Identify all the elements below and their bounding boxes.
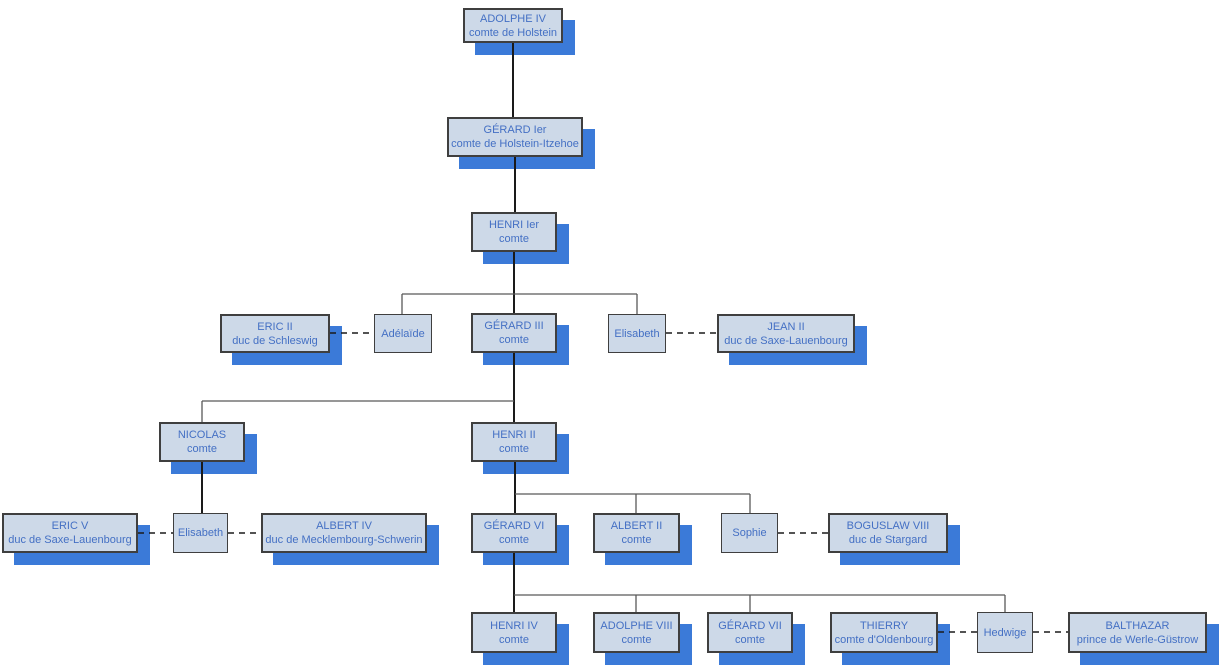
person-name: Sophie (732, 527, 767, 539)
person-title: comte (621, 633, 652, 646)
person-node-gerard-iii: GÉRARD III comte (471, 313, 557, 353)
person-name: ERIC II (257, 320, 293, 333)
person-name: ALBERT II (610, 520, 663, 532)
person-name: NICOLAS (177, 429, 227, 441)
person-node-boguslaw-viii: BOGUSLAW VIII duc de Stargard (828, 513, 948, 553)
person-node-sophie: Sophie (721, 513, 778, 553)
person-name: GÉRARD Ier (483, 124, 547, 136)
person-name: ADOLPHE IV (479, 12, 547, 25)
person-title: comte (499, 334, 529, 346)
person-title: comte (735, 633, 765, 646)
person-node-gerard-ier: GÉRARD Ier comte de Holstein-Itzehoe (447, 117, 583, 157)
person-title: duc de Stargard (848, 534, 928, 546)
person-title: comte de Holstein (468, 26, 558, 39)
person-name: ALBERT IV (316, 520, 372, 532)
person-title: comte (499, 233, 529, 245)
person-name: BALTHAZAR (1105, 619, 1170, 632)
person-title: duc de Saxe-Lauenbourg (724, 334, 848, 347)
person-node-elisabeth-2: Elisabeth (173, 513, 228, 553)
person-title: prince de Werle-Güstrow (1076, 633, 1199, 646)
person-node-adelaide: Adélaïde (374, 314, 432, 353)
person-node-hedwige: Hedwige (977, 612, 1033, 653)
person-node-henri-ii: HENRI II comte (471, 422, 557, 462)
person-name: Hedwige (983, 626, 1027, 639)
person-title: comte (499, 534, 529, 546)
person-title: comte de Holstein-Itzehoe (451, 138, 579, 150)
person-title: duc de Mecklembourg-Schwerin (265, 534, 423, 546)
person-name: ERIC V (51, 520, 89, 532)
person-name: HENRI IV (490, 619, 538, 632)
person-name: Elisabeth (177, 527, 224, 539)
person-name: GÉRARD III (484, 320, 544, 332)
person-node-nicolas: NICOLAS comte (159, 422, 245, 462)
person-name: ADOLPHE VIII (600, 619, 673, 632)
person-title: comte (499, 443, 529, 455)
person-name: Adélaïde (381, 327, 425, 340)
person-node-gerard-vi: GÉRARD VI comte (471, 513, 557, 553)
person-title: duc de Saxe-Lauenbourg (8, 534, 132, 546)
person-name: HENRI II (492, 429, 536, 441)
person-title: comte (621, 534, 652, 546)
person-title: comte (499, 633, 529, 646)
person-name: THIERRY (859, 619, 909, 632)
person-name: JEAN II (767, 320, 805, 333)
person-node-albert-ii: ALBERT II comte (593, 513, 680, 553)
person-title: comte (187, 443, 217, 455)
person-name: GÉRARD VII (718, 619, 782, 632)
person-node-eric-v: ERIC V duc de Saxe-Lauenbourg (2, 513, 138, 553)
person-node-henri-ier: HENRI Ier comte (471, 212, 557, 252)
person-node-elisabeth-1: Elisabeth (608, 314, 666, 353)
person-title: duc de Schleswig (232, 334, 318, 347)
person-node-albert-iv: ALBERT IV duc de Mecklembourg-Schwerin (261, 513, 427, 553)
person-name: BOGUSLAW VIII (846, 520, 930, 532)
person-title: comte d'Oldenbourg (834, 633, 934, 646)
person-name: HENRI Ier (488, 219, 540, 231)
person-name: Elisabeth (614, 327, 660, 340)
person-name: GÉRARD VI (483, 520, 545, 532)
